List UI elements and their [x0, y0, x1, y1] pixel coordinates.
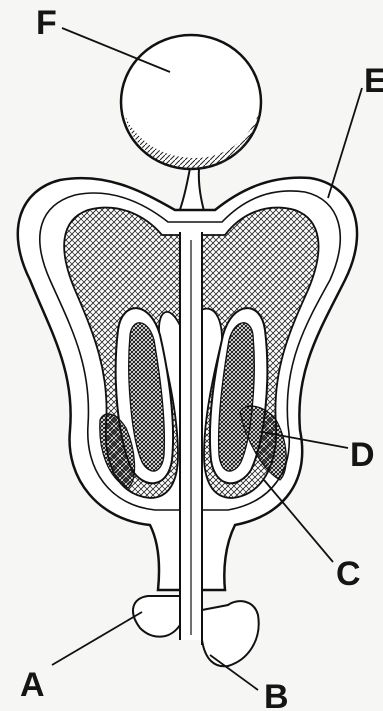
structure-f-sphere [121, 35, 261, 215]
label-e: E [364, 62, 383, 100]
label-d: D [350, 436, 375, 474]
leader-e [328, 88, 362, 198]
label-b: B [264, 678, 289, 711]
leader-a [52, 612, 142, 665]
label-a: A [20, 666, 45, 704]
leader-c [264, 480, 333, 562]
label-f: F [36, 4, 57, 42]
label-c: C [336, 555, 361, 593]
